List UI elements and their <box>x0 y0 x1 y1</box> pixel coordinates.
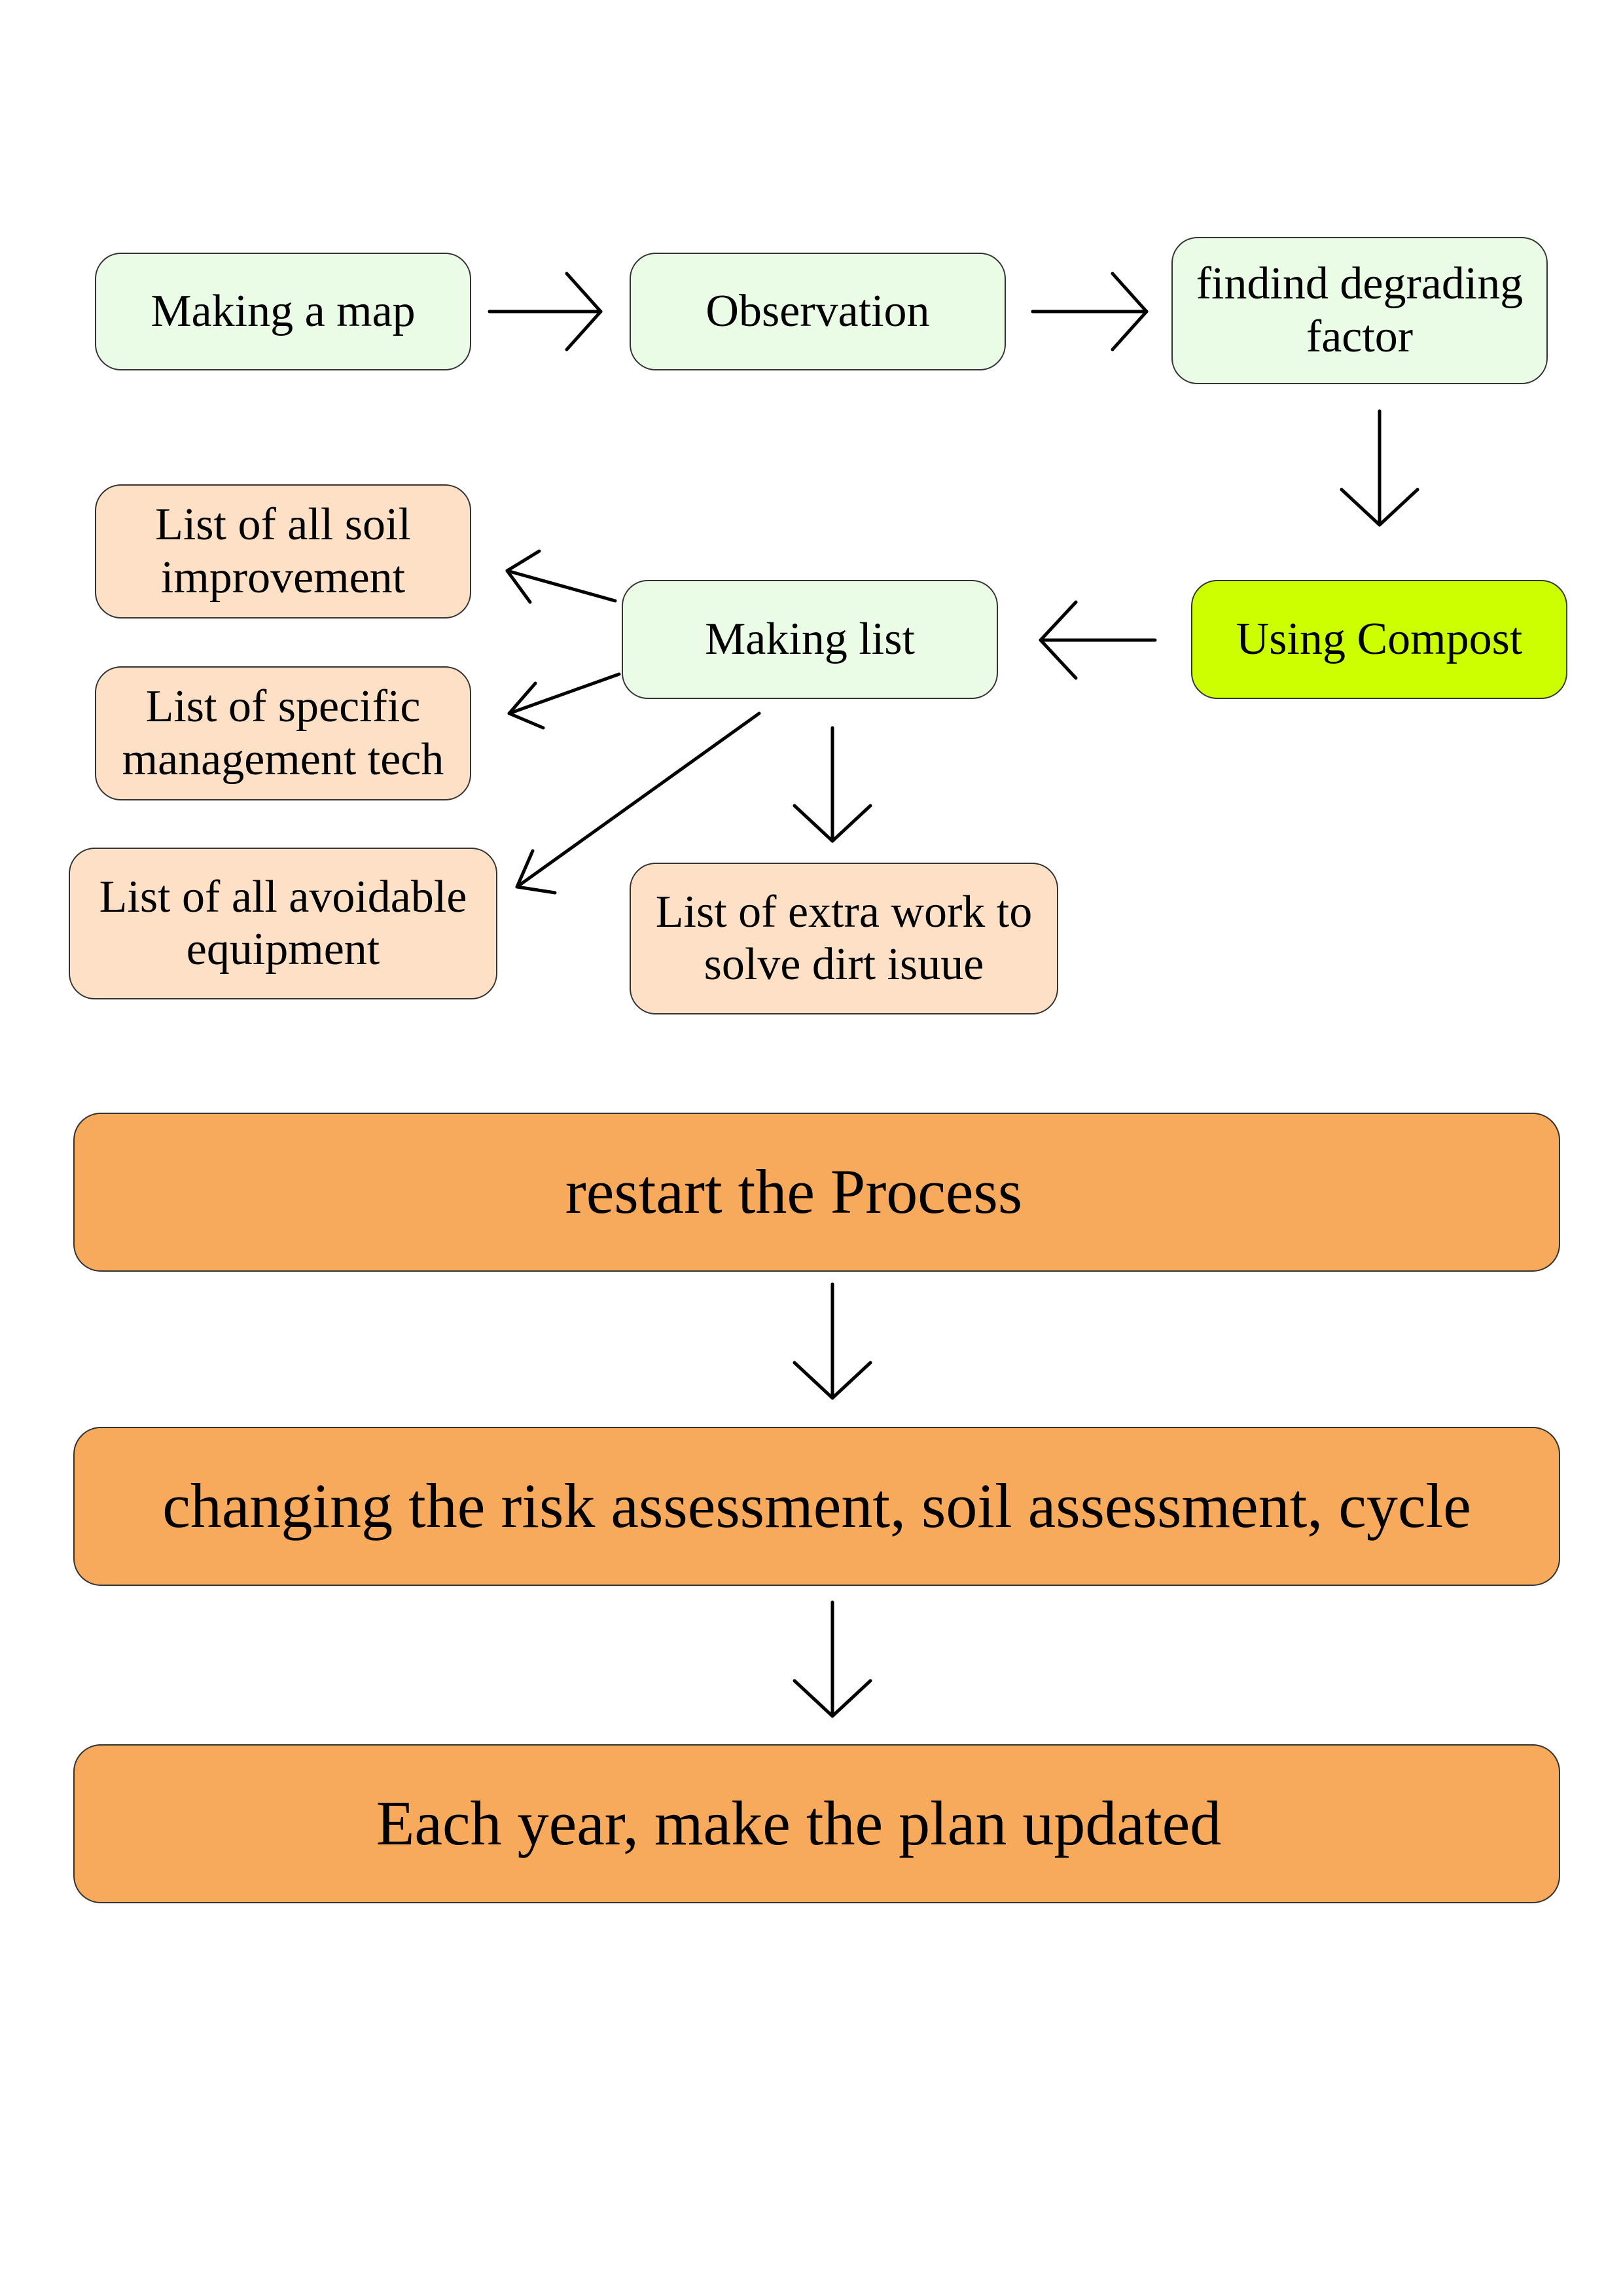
node-label: Observation <box>705 285 930 336</box>
node-label: findind degrading factor <box>1196 259 1524 362</box>
node-finding-degrading-factor: findind degrading factor <box>1171 237 1548 384</box>
node-label: List of all soil improvement <box>155 499 411 603</box>
step-label: changing the risk assessment, soil asses… <box>162 1471 1471 1541</box>
node-list-extra-work: List of extra work to solve dirt isuue <box>630 863 1058 1014</box>
arrow-making-list-to-management-tech <box>507 672 621 730</box>
node-observation: Observation <box>630 253 1006 370</box>
arrow-right-map-to-observation <box>488 272 603 351</box>
arrow-down-making-list-to-extra-work <box>793 726 872 843</box>
node-making-a-map: Making a map <box>95 253 471 370</box>
step-label: restart the Process <box>565 1157 1023 1227</box>
arrow-making-list-to-soil-improvement <box>505 549 617 604</box>
arrow-down-changing-to-yearly <box>793 1600 872 1718</box>
arrow-down-restart-to-changing <box>793 1282 872 1400</box>
step-yearly-update: Each year, make the plan updated <box>73 1744 1560 1903</box>
arrow-right-observation-to-factor <box>1031 272 1149 351</box>
node-label: Using Compost <box>1236 613 1523 664</box>
node-using-compost: Using Compost <box>1191 580 1567 699</box>
step-label: Each year, make the plan updated <box>376 1788 1222 1859</box>
node-list-avoidable-equipment: List of all avoidable equipment <box>69 848 497 999</box>
node-list-management-tech: List of specific management tech <box>95 666 471 800</box>
node-label: Making a map <box>151 285 416 336</box>
step-changing-assessments: changing the risk assessment, soil asses… <box>73 1427 1560 1586</box>
node-label: List of all avoidable equipment <box>99 871 467 975</box>
arrow-left-compost-to-making-list <box>1039 600 1157 680</box>
node-label: Making list <box>705 613 915 664</box>
arrow-down-factor-to-compost <box>1340 409 1419 527</box>
step-restart-process: restart the Process <box>73 1113 1560 1272</box>
node-label: List of extra work to solve dirt isuue <box>655 886 1033 990</box>
node-list-soil-improvement: List of all soil improvement <box>95 484 471 619</box>
node-making-list: Making list <box>622 580 998 699</box>
node-label: List of specific management tech <box>122 681 444 785</box>
